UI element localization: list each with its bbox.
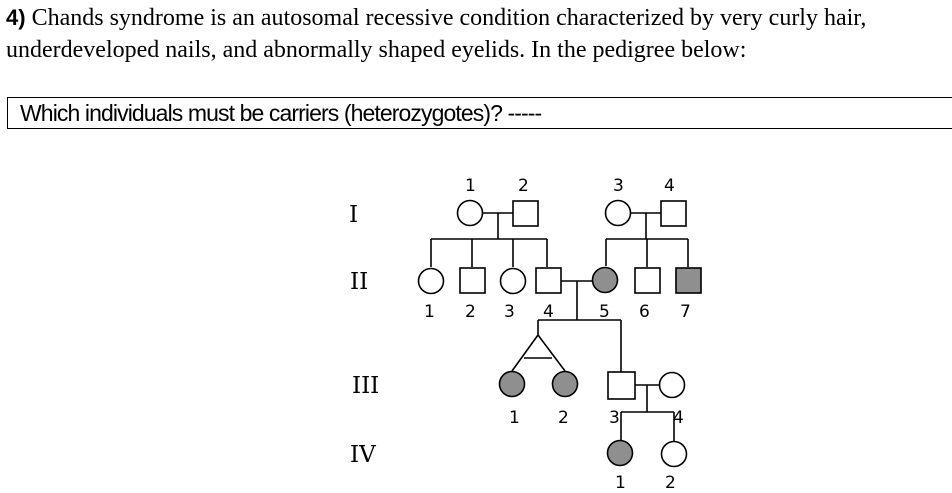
label-III-2: 2 [558, 408, 569, 428]
label-I-2: 2 [518, 176, 529, 196]
label-II-4: 4 [543, 302, 554, 322]
individual-IV-1 [606, 439, 634, 467]
individual-II-6 [634, 267, 661, 294]
label-IV-2: 2 [665, 473, 676, 493]
individual-II-4 [535, 267, 562, 294]
label-II-6: 6 [639, 302, 650, 322]
label-II-1: 1 [424, 302, 435, 322]
label-III-4: 4 [673, 408, 684, 428]
pedigree-lines [430, 212, 689, 441]
individual-III-1 [498, 370, 526, 398]
individual-II-5 [591, 266, 619, 294]
generation-label-III: III [352, 373, 379, 399]
label-II-5: 5 [599, 302, 610, 322]
individual-IV-2 [660, 440, 688, 468]
generation-label-I: I [349, 202, 358, 228]
twin-line-III-1 [511, 334, 539, 372]
label-II-3: 3 [504, 302, 515, 322]
individual-I-1 [456, 199, 484, 227]
individual-I-4 [660, 200, 687, 227]
individual-I-3 [604, 199, 632, 227]
individual-II-7 [675, 267, 702, 294]
individual-II-1 [417, 267, 445, 295]
question-body: Chands syndrome is an autosomal recessiv… [6, 5, 867, 63]
label-IV-1: 1 [615, 473, 626, 493]
twin-line-III-2 [537, 334, 566, 372]
individual-I-2 [512, 200, 539, 227]
generation-label-II: II [350, 269, 368, 295]
generation-label-IV: IV [350, 442, 376, 468]
individuals [417, 199, 702, 468]
individual-III-4 [658, 371, 686, 399]
question-number: 4) [6, 5, 26, 30]
individual-III-2 [551, 370, 579, 398]
label-III-3: 3 [609, 408, 620, 428]
label-I-3: 3 [613, 176, 624, 196]
individual-II-3 [499, 267, 527, 295]
label-III-1: 1 [509, 408, 520, 428]
question-text: 4) Chands syndrome is an autosomal reces… [6, 2, 946, 66]
label-II-2: 2 [465, 302, 476, 322]
prompt-box: Which individuals must be carriers (hete… [7, 97, 952, 129]
prompt-text: Which individuals must be carriers (hete… [20, 100, 542, 126]
label-II-7: 7 [680, 302, 691, 322]
individual-labels: 1 2 3 4 1 2 3 4 5 6 7 1 2 3 4 1 2 [424, 176, 691, 493]
individual-II-2 [459, 267, 486, 294]
individual-III-3 [607, 371, 636, 400]
label-I-4: 4 [664, 176, 675, 196]
label-I-1: 1 [465, 176, 476, 196]
